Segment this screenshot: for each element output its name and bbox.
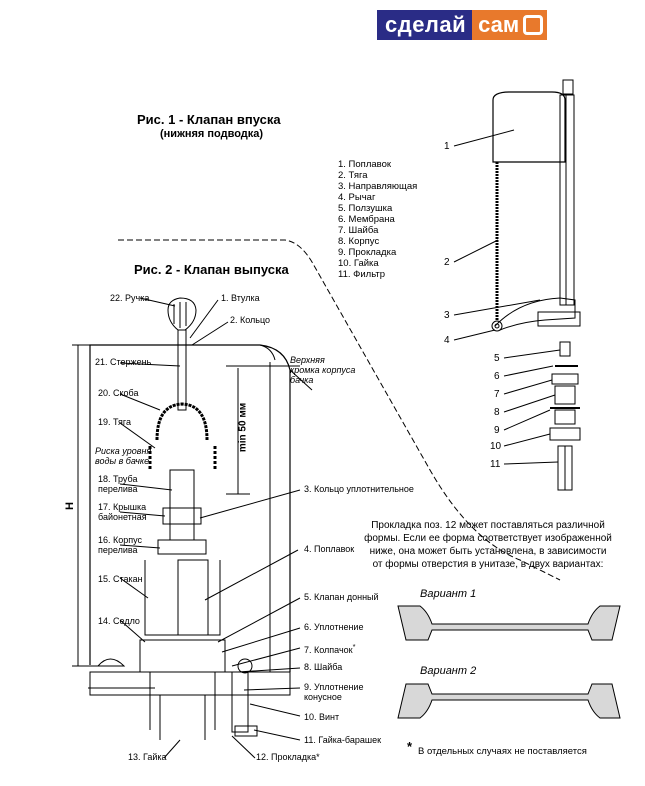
logo-left-text: сделай xyxy=(377,10,473,40)
label-bottom-valve: 5. Клапан донный xyxy=(304,592,379,602)
label-overflow-body: 16. Корпус перелива xyxy=(98,535,143,555)
label-bayonet-cap: 17. Крышка байонетная xyxy=(98,502,147,522)
fig1-legend: 1. Поплавок 2. Тяга 3. Направляющая 4. Р… xyxy=(338,159,417,280)
label-seat: 14. Седло xyxy=(98,616,140,626)
inlet-valve-drawing xyxy=(453,79,581,491)
label-washer: 8. Шайба xyxy=(304,662,343,672)
fig1-callout: 9 xyxy=(494,425,500,436)
label-seal-ring: 3. Кольцо уплотнительное xyxy=(304,484,414,494)
variant-1-label: Вариант 1 xyxy=(420,588,477,600)
legend-item: 8. Корпус xyxy=(338,236,380,247)
label-screw: 10. Винт xyxy=(304,712,340,722)
label-cup: 15. Стакан xyxy=(98,574,143,584)
label-nut: 13. Гайка xyxy=(128,752,167,762)
legend-item: 9. Прокладка xyxy=(338,247,397,258)
label-overflow-tube: 18. Труба перелива xyxy=(98,474,138,494)
label-bracket: 20. Скоба xyxy=(98,388,139,398)
label-wing-nut: 11. Гайка-барашек xyxy=(304,735,382,745)
fig1-callout: 3 xyxy=(444,310,450,321)
footnote: В отдельных случаях не поставляется xyxy=(418,746,587,757)
fig1-title: Рис. 1 - Клапан впуска xyxy=(137,112,281,127)
label-gasket-12: 12. Прокладка* xyxy=(256,752,320,762)
fig1-callout: 7 xyxy=(494,389,500,400)
fig1-subtitle: (нижняя подводка) xyxy=(160,128,264,140)
height-label: H xyxy=(63,502,76,510)
asterisk-mark: * xyxy=(352,642,356,651)
legend-item: 6. Мембрана xyxy=(338,214,395,225)
legend-item: 5. Ползушка xyxy=(338,203,393,214)
legend-item: 3. Направляющая xyxy=(338,181,418,192)
legend-item: 7. Шайба xyxy=(338,225,379,236)
gasket-note: Прокладка поз. 12 может поставляться раз… xyxy=(364,520,612,570)
label-cone-seal: 9. Уплотнение конусное xyxy=(304,682,364,702)
fig2-title: Рис. 2 - Клапан выпуска xyxy=(134,262,289,277)
outlet-valve-drawing xyxy=(72,297,313,759)
min-dimension: min 50 мм xyxy=(238,372,249,490)
fig1-callout: 11 xyxy=(490,459,501,470)
logo-gear-icon xyxy=(523,15,544,35)
fig1-callout: 1 xyxy=(444,141,450,152)
fig1-callout: 6 xyxy=(494,371,500,382)
gasket-variant-2-drawing xyxy=(397,683,621,719)
legend-item: 2. Тяга xyxy=(338,170,368,181)
label-ring: 2. Кольцо xyxy=(230,315,271,325)
fig1-callout: 8 xyxy=(494,407,500,418)
label-tank-rim: Верхняя кромка корпуса бачка xyxy=(290,355,356,385)
label-seal: 6. Уплотнение xyxy=(304,622,364,632)
legend-item: 1. Поплавок xyxy=(338,159,392,170)
legend-item: 4. Рычаг xyxy=(338,192,376,203)
gasket-variant-1-drawing xyxy=(397,605,621,641)
legend-item: 10. Гайка xyxy=(338,258,379,269)
brand-logo: сделай сам xyxy=(377,10,605,40)
fig1-callout: 10 xyxy=(490,441,502,452)
variant-2-label: Вариант 2 xyxy=(420,665,477,677)
fig1-callout: 5 xyxy=(494,353,500,364)
min-50-label: min 50 мм xyxy=(237,402,249,453)
label-bushing: 1. Втулка xyxy=(221,293,260,303)
legend-item: 11. Фильтр xyxy=(338,269,386,280)
label-float: 4. Поплавок xyxy=(304,544,355,554)
footnote-mark: * xyxy=(407,739,413,754)
label-stem: 21. Стержень xyxy=(95,357,152,367)
label-handle: 22. Ручка xyxy=(110,293,150,303)
fig1-callout: 2 xyxy=(444,257,450,268)
logo-right-text: сам xyxy=(472,10,548,40)
label-water-mark: Риска уровня воды в бачке xyxy=(95,446,152,466)
label-cap: 7. Колпачок* xyxy=(304,642,356,655)
label-rod: 19. Тяга xyxy=(98,417,131,427)
fig1-callout: 4 xyxy=(444,335,450,346)
